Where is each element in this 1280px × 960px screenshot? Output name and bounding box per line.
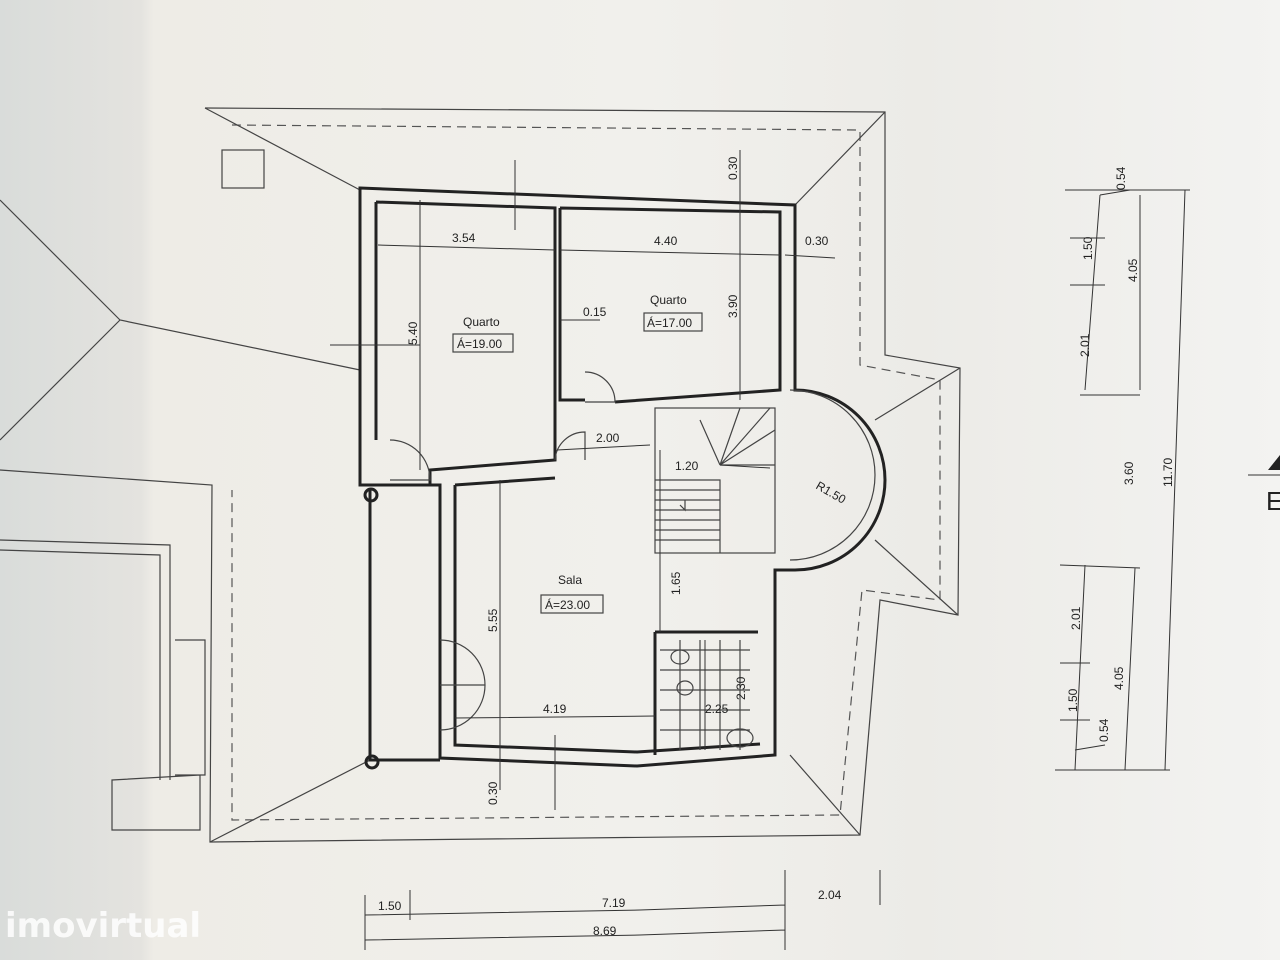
dim-label: 4.05 bbox=[1126, 258, 1140, 282]
room-area: Á=23.00 bbox=[545, 597, 590, 612]
staircase bbox=[654, 407, 776, 554]
dim-label: 8.69 bbox=[593, 924, 617, 938]
room-name: Quarto bbox=[463, 315, 500, 329]
dimension-lines bbox=[330, 150, 1280, 950]
dim-label: 2.25 bbox=[705, 702, 729, 716]
dim-label: 5.40 bbox=[406, 321, 420, 345]
sink-icon bbox=[726, 728, 754, 748]
room-area: Á=17.00 bbox=[647, 315, 692, 330]
dim-label: 0.54 bbox=[1114, 166, 1128, 190]
dim-label: 0.30 bbox=[726, 156, 740, 180]
dim-label: 2.01 bbox=[1069, 606, 1083, 630]
dimension-labels: 3.54 4.40 0.30 0.30 0.15 3.90 5.40 2.00 … bbox=[406, 156, 849, 805]
dim-label: 3.60 bbox=[1122, 461, 1136, 485]
dim-label: 2.00 bbox=[596, 431, 620, 445]
room-name: Sala bbox=[558, 573, 582, 587]
dim-label: 3.54 bbox=[452, 231, 476, 245]
dim-label: 4.40 bbox=[654, 234, 678, 248]
dim-label: 1.50 bbox=[1081, 236, 1095, 260]
room-quarto-2: Quarto Á=17.00 bbox=[643, 293, 703, 332]
dim-label: 0.30 bbox=[486, 781, 500, 805]
dim-label: 2.30 bbox=[734, 676, 748, 700]
room-quarto-1: Quarto Á=19.00 bbox=[452, 315, 514, 353]
dim-label: 2.04 bbox=[818, 888, 842, 902]
dim-label: 0.54 bbox=[1097, 718, 1111, 742]
dim-label: 1.65 bbox=[669, 571, 683, 595]
roof-outline bbox=[0, 107, 961, 843]
watermark: imovirtual bbox=[5, 906, 201, 946]
dim-label: 0.15 bbox=[583, 305, 607, 319]
room-name: Quarto bbox=[650, 293, 687, 307]
dim-label: 2.01 bbox=[1078, 333, 1092, 357]
walls bbox=[358, 186, 887, 770]
dim-label: 3.90 bbox=[726, 294, 740, 318]
dim-label: 1.50 bbox=[378, 899, 402, 913]
room-sala: Sala Á=23.00 bbox=[540, 573, 604, 614]
dim-label: 7.19 bbox=[602, 896, 626, 910]
dim-label: 4.05 bbox=[1112, 666, 1126, 690]
dim-label: 5.55 bbox=[486, 608, 500, 632]
dim-label: 11.70 bbox=[1161, 458, 1175, 487]
section-mark: E bbox=[1266, 486, 1280, 516]
room-area: Á=19.00 bbox=[457, 336, 502, 351]
toilet-icon bbox=[670, 649, 690, 665]
dim-label: 1.20 bbox=[675, 459, 699, 473]
dim-label: 1.50 bbox=[1066, 688, 1080, 712]
dim-label: 4.19 bbox=[543, 702, 567, 716]
dim-label: 0.30 bbox=[805, 234, 829, 248]
right-dimension-labels: 0.54 1.50 2.01 4.05 3.60 11.70 2.01 4.05… bbox=[1066, 166, 1175, 742]
bidet-icon bbox=[676, 680, 694, 696]
section-arrow-icon bbox=[1268, 455, 1280, 470]
bottom-dimension-labels: 1.50 7.19 2.04 8.69 bbox=[378, 888, 842, 938]
